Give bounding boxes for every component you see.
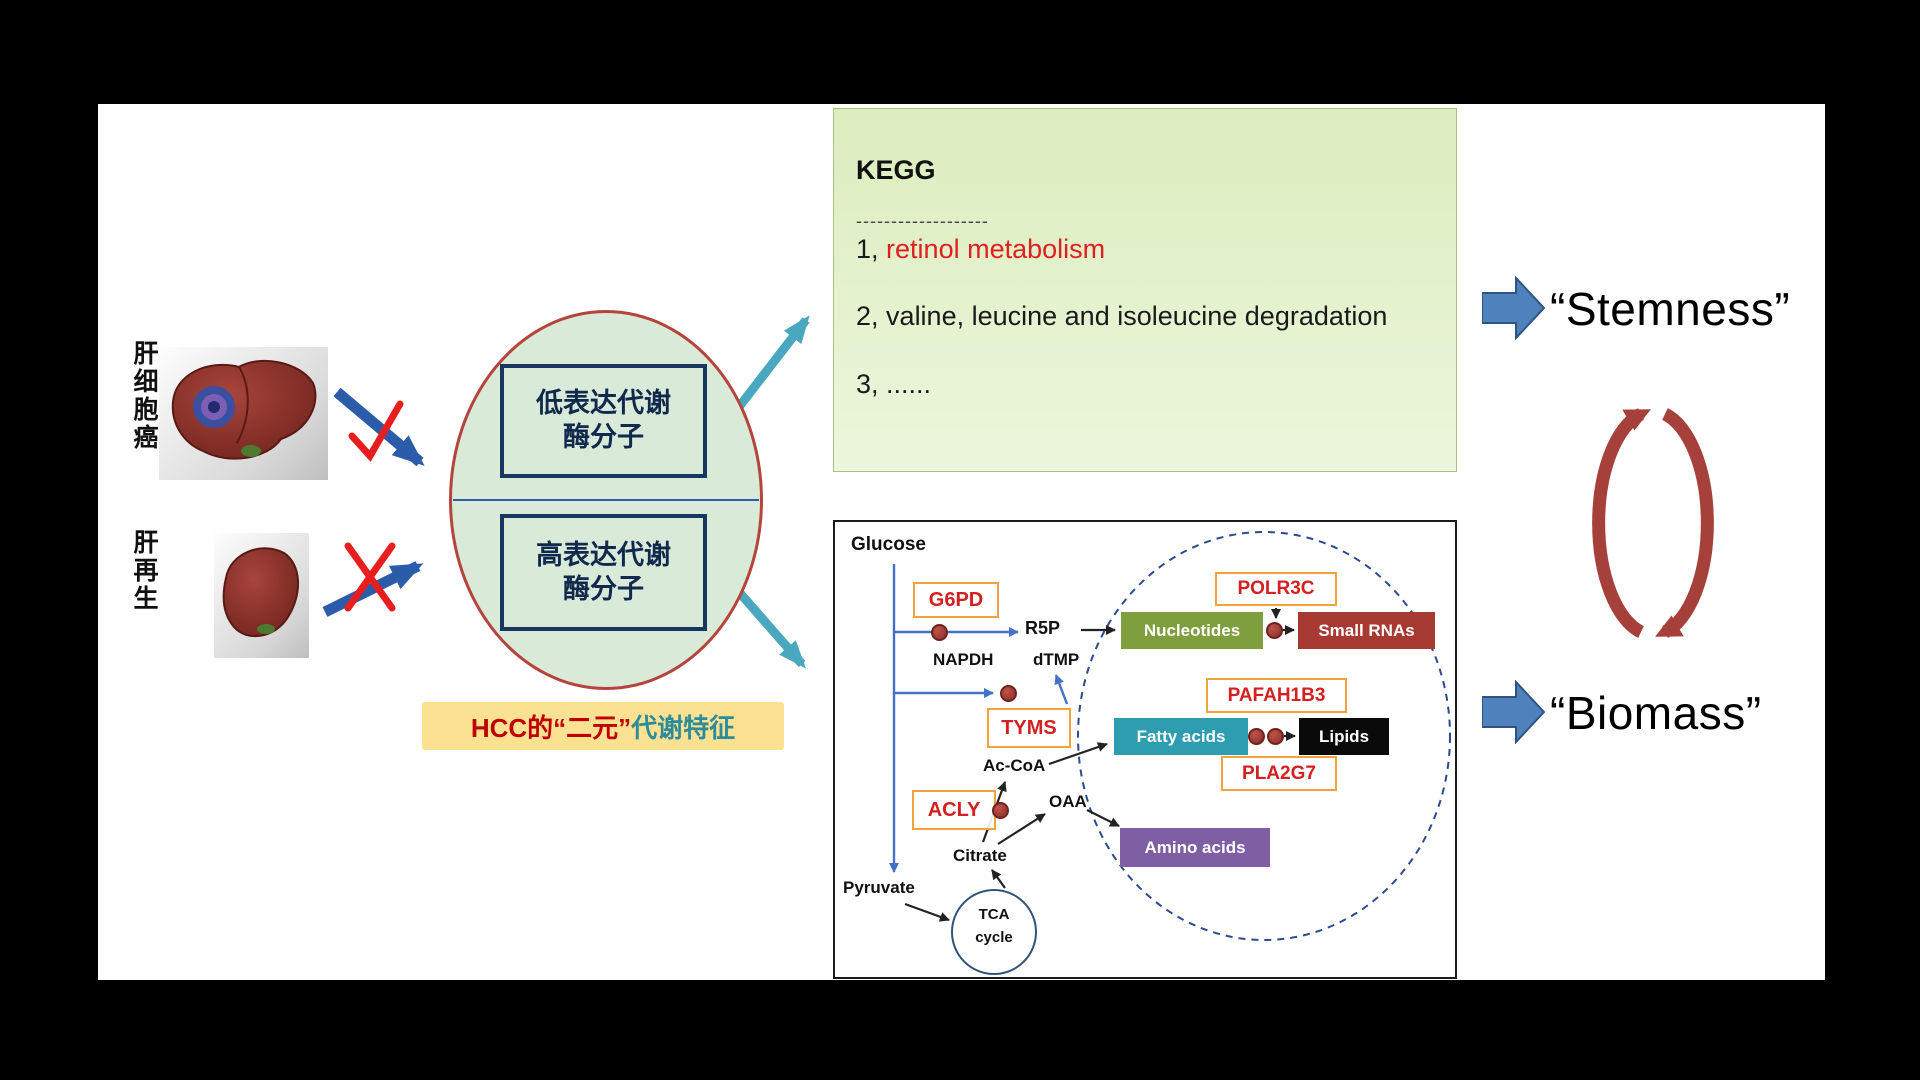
hcc-vertical-label: 肝细胞癌: [130, 340, 158, 452]
r5p-label: R5P: [1025, 618, 1061, 638]
tyms-gene-box: TYMS: [987, 708, 1071, 748]
anabolism-dashed-circle: [1077, 531, 1451, 941]
amino-acids-chip: Amino acids: [1120, 828, 1270, 867]
fatty-acids-chip: Fatty acids: [1114, 718, 1248, 755]
nucleotides-chip: Nucleotides: [1121, 612, 1263, 649]
kegg-item-1: 1, retinol metabolism: [856, 234, 1105, 265]
pafah1b3-gene-box: PAFAH1B3: [1206, 678, 1347, 713]
pla2g7-enzyme-dot: [1267, 728, 1284, 745]
kegg-item-3: 3, ......: [856, 369, 931, 400]
tyms-enzyme-dot: [1000, 685, 1017, 702]
regenerating-liver-illustration: [222, 547, 300, 637]
kegg-divider: -------------------: [856, 211, 989, 231]
tca-line2: cycle: [975, 928, 1013, 946]
figure-content: 肝细胞癌 肝再生: [98, 104, 1825, 980]
high-expression-line1: 高表达代谢: [536, 539, 671, 570]
g6pd-enzyme-dot: [931, 624, 948, 641]
regen-to-ellipse-arrow: [322, 561, 424, 617]
banner-red-text: HCC的“二元”: [470, 712, 632, 743]
ac-coa-label: Ac-CoA: [983, 756, 1046, 775]
metabolic-pathway-panel: Glucose G6PD R5P NAPDH dTMP POLR3C Nucle…: [833, 520, 1457, 979]
kegg-item-2-number: 2,: [856, 301, 879, 331]
citrate-label: Citrate: [953, 846, 1007, 865]
lipids-chip: Lipids: [1299, 718, 1389, 755]
x-mark-icon: [344, 542, 396, 612]
acly-enzyme-dot: [992, 802, 1009, 819]
kegg-item-1-text: retinol metabolism: [886, 234, 1106, 264]
tca-line1: TCA: [978, 906, 1010, 923]
biomass-block-arrow-icon: [1482, 680, 1546, 744]
kegg-item-2-text: valine, leucine and isoleucine degradati…: [886, 301, 1388, 331]
dtmp-label: dTMP: [1033, 650, 1080, 669]
cycle-arrows-icon: [1592, 408, 1714, 638]
banner-teal-text: 代谢特征: [631, 712, 736, 743]
pyruvate-label: Pyruvate: [843, 878, 915, 897]
napdh-label: NAPDH: [933, 650, 994, 669]
biomass-label: “Biomass”: [1550, 687, 1762, 739]
low-expression-line2: 酶分子: [563, 422, 644, 452]
kegg-results-panel: KEGG ------------------- 1, retinol meta…: [833, 108, 1457, 472]
regenerating-liver-image: [214, 533, 309, 658]
polr3c-enzyme-dot: [1266, 622, 1283, 639]
hcc-binary-metabolism-banner: HCC的“二元” 代谢特征: [422, 702, 784, 750]
stemness-label: “Stemness”: [1550, 283, 1791, 335]
pafah1b3-enzyme-dot: [1248, 728, 1265, 745]
g6pd-gene-box: G6PD: [913, 582, 999, 618]
oaa-label: OAA: [1049, 792, 1087, 811]
connector-arrows-layer: [322, 315, 810, 669]
tca-cycle-circle: [951, 889, 1037, 975]
hcc-liver-illustration: [171, 360, 317, 460]
tca-cycle-label: TCA cycle: [952, 904, 1036, 949]
polr3c-gene-box: POLR3C: [1215, 572, 1337, 606]
check-mark-icon: [348, 400, 404, 462]
small-rnas-chip: Small RNAs: [1298, 612, 1435, 649]
hcc-to-ellipse-arrow: [333, 387, 425, 467]
kegg-item-3-text: ......: [886, 369, 932, 399]
kegg-item-3-number: 3,: [856, 369, 879, 399]
acly-gene-box: ACLY: [912, 790, 996, 830]
high-expression-enzyme-box: 高表达代谢 酶分子: [500, 514, 707, 631]
kegg-item-1-number: 1,: [856, 234, 879, 264]
low-expression-line1: 低表达代谢: [536, 388, 671, 419]
pla2g7-gene-box: PLA2G7: [1221, 756, 1337, 791]
high-expression-line2: 酶分子: [563, 573, 644, 604]
hcc-liver-image: [159, 347, 328, 480]
stemness-block-arrow-icon: [1482, 276, 1546, 340]
kegg-title: KEGG: [856, 155, 936, 185]
glucose-label: Glucose: [851, 534, 926, 555]
kegg-item-2: 2, valine, leucine and isoleucine degrad…: [856, 301, 1387, 332]
liver-regeneration-vertical-label: 肝再生: [130, 529, 158, 613]
ellipse-divider-line: [453, 499, 759, 501]
low-expression-enzyme-box: 低表达代谢 酶分子: [500, 364, 707, 478]
